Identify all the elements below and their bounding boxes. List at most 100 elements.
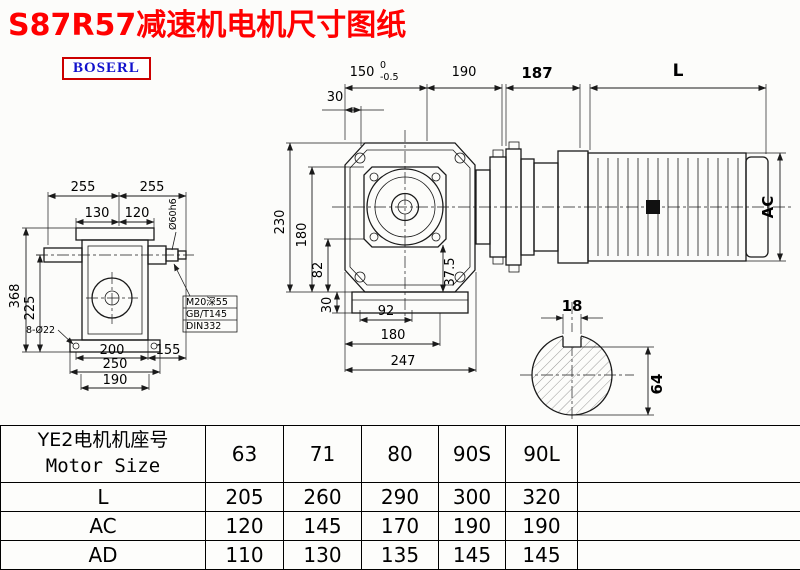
dim-label-247: 247 bbox=[391, 354, 416, 369]
note-gb: GB/T145 bbox=[186, 309, 227, 320]
motor-size-table: YE2电机机座号 Motor Size 63 71 80 90S 90L L 2… bbox=[0, 425, 800, 570]
page-title: S87R57减速机电机尺寸图纸 bbox=[8, 8, 407, 43]
dim-190-top: 190 bbox=[426, 65, 503, 146]
dim-255-pair: 255 255 bbox=[47, 180, 187, 360]
dim-label-30-bottom: 30 bbox=[320, 297, 335, 314]
dim-label-255-right: 255 bbox=[140, 180, 165, 195]
dim-190-bottom: 190 bbox=[80, 373, 150, 392]
AD-80: 135 bbox=[361, 540, 439, 570]
callout-8xd22: 8-Ø22 bbox=[26, 325, 74, 345]
shaft-section: 18 64 bbox=[520, 297, 666, 422]
thread-note-box: M20深55 GB/T145 DIN332 bbox=[173, 263, 238, 333]
empty-cell bbox=[577, 482, 800, 512]
dim-label-155: 155 bbox=[156, 343, 181, 358]
dim-label-225: 225 bbox=[23, 296, 38, 321]
dim-label-180-left: 180 bbox=[295, 223, 310, 248]
AC-80: 170 bbox=[361, 511, 439, 541]
dim-37-5: 37.5 bbox=[439, 244, 458, 293]
dim-187: 187 bbox=[505, 64, 581, 148]
dim-247: 247 bbox=[344, 272, 477, 374]
dim-label-200: 200 bbox=[100, 343, 125, 358]
dim-200-155: 200 155 bbox=[75, 340, 187, 362]
row-label-AC: AC bbox=[0, 511, 206, 541]
col-63: 63 bbox=[205, 425, 284, 483]
table-row-AC: AC 120 145 170 190 190 bbox=[0, 511, 800, 541]
AC-90S: 190 bbox=[438, 511, 506, 541]
col-90L: 90L bbox=[505, 425, 578, 483]
dim-label-190-top: 190 bbox=[452, 65, 477, 80]
empty-cell bbox=[577, 511, 800, 541]
dim-label-AC: AC bbox=[759, 196, 777, 219]
dim-label-250: 250 bbox=[103, 357, 128, 372]
dim-label-tol-lower: -0.5 bbox=[380, 72, 399, 83]
motor-view: AC bbox=[332, 141, 792, 273]
dim-label-82: 82 bbox=[311, 262, 326, 279]
dim-180-left: 180 bbox=[295, 166, 364, 293]
dim-label-18: 18 bbox=[562, 297, 583, 315]
dim-label-92: 92 bbox=[378, 304, 395, 319]
dim-82: 82 bbox=[311, 238, 364, 293]
dim-92: 92 bbox=[359, 304, 413, 324]
dim-180-bottom: 180 bbox=[344, 272, 441, 348]
dim-label-tol-upper: 0 bbox=[380, 60, 386, 71]
dim-225: 225 bbox=[23, 254, 44, 353]
AD-90S: 145 bbox=[438, 540, 506, 570]
table-row-L: L 205 260 290 300 320 bbox=[0, 482, 800, 512]
dim-label-180-bottom: 180 bbox=[381, 328, 406, 343]
dim-label-d60h6: Ø60h6 bbox=[168, 198, 179, 230]
dim-230: 230 bbox=[273, 142, 365, 293]
AC-71: 145 bbox=[283, 511, 362, 541]
row-label-AD: AD bbox=[0, 540, 206, 570]
callout-d60h6: Ø60h6 bbox=[168, 198, 179, 251]
dim-label-L: L bbox=[673, 61, 684, 81]
dim-18: 18 bbox=[541, 297, 603, 334]
dim-30-top: 30 bbox=[322, 90, 384, 146]
motor-nameplate bbox=[646, 200, 660, 214]
dim-label-255-left: 255 bbox=[71, 180, 96, 195]
side-view-outline bbox=[36, 227, 194, 353]
technical-drawing: 255 255 130 120 368 225 bbox=[8, 60, 792, 422]
dim-AC: AC bbox=[746, 152, 786, 262]
table-row-AD: AD 110 130 135 145 145 bbox=[0, 540, 800, 570]
dim-150-tol: 150 0 -0.5 bbox=[344, 60, 428, 141]
dim-250: 250 bbox=[69, 352, 161, 376]
col-90S: 90S bbox=[438, 425, 506, 483]
AC-63: 120 bbox=[205, 511, 284, 541]
AD-63: 110 bbox=[205, 540, 284, 570]
dim-L: L bbox=[589, 61, 767, 154]
L-80: 290 bbox=[361, 482, 439, 512]
note-din: DIN332 bbox=[186, 321, 221, 332]
col-71: 71 bbox=[283, 425, 362, 483]
header-motor-size-en: Motor Size bbox=[45, 455, 161, 477]
AD-71: 130 bbox=[283, 540, 362, 570]
L-90S: 300 bbox=[438, 482, 506, 512]
empty-cell bbox=[577, 425, 800, 483]
header-motor-size-cn: YE2电机机座号 bbox=[37, 429, 169, 452]
front-view-outline bbox=[344, 130, 476, 322]
dim-label-37-5: 37.5 bbox=[443, 258, 458, 287]
dim-label-368: 368 bbox=[8, 284, 23, 309]
dim-64: 64 bbox=[572, 346, 666, 416]
dim-label-150: 150 bbox=[350, 65, 375, 80]
header-motor-size: YE2电机机座号 Motor Size bbox=[0, 425, 206, 483]
row-label-L: L bbox=[0, 482, 206, 512]
side-view: 255 255 130 120 368 225 bbox=[8, 180, 238, 392]
dim-label-120: 120 bbox=[125, 206, 150, 221]
L-90L: 320 bbox=[505, 482, 578, 512]
dim-label-230: 230 bbox=[273, 210, 288, 235]
dim-label-187: 187 bbox=[521, 64, 552, 82]
dim-label-30-top: 30 bbox=[327, 90, 344, 105]
L-63: 205 bbox=[205, 482, 284, 512]
dim-label-64: 64 bbox=[648, 374, 666, 395]
AC-90L: 190 bbox=[505, 511, 578, 541]
dim-label-130: 130 bbox=[85, 206, 110, 221]
brand-logo: BOSERL bbox=[62, 57, 151, 80]
dim-30-bottom: 30 bbox=[320, 291, 352, 314]
col-80: 80 bbox=[361, 425, 439, 483]
dim-label-8xd22: 8-Ø22 bbox=[26, 325, 55, 336]
dim-368: 368 bbox=[8, 227, 76, 353]
note-m20: M20深55 bbox=[186, 297, 228, 308]
L-71: 260 bbox=[283, 482, 362, 512]
dim-130-120: 130 120 bbox=[75, 206, 155, 232]
